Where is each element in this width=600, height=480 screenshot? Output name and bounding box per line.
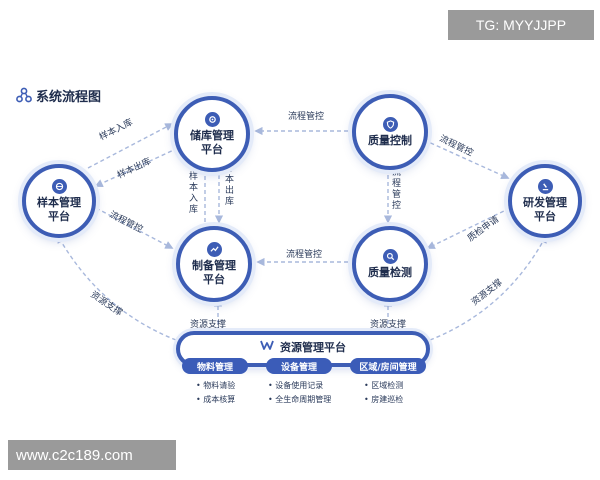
- node-rnd-label: 研发管理 平台: [523, 195, 567, 223]
- microscope-icon: [537, 178, 553, 194]
- watermark-top: TG: MYYJJPP: [448, 10, 594, 40]
- edge-sample-in: [87, 123, 174, 169]
- node-quality-test: 质量检测: [352, 226, 428, 302]
- node-rnd: 研发管理 平台: [508, 164, 582, 238]
- sample-icon: [51, 178, 67, 194]
- trend-icon: [206, 241, 222, 257]
- node-storage-label: 储库管理 平台: [190, 128, 234, 156]
- edge-label-prep-in: 样本入库: [188, 172, 198, 215]
- search-icon: [382, 248, 398, 264]
- edge-res-sample: [57, 234, 177, 341]
- diagram-title-text: 系统流程图: [36, 89, 102, 105]
- edge-label-res-prep: 资源支撑: [190, 320, 227, 330]
- list-item: 全生命周期管理: [268, 393, 331, 407]
- watermark-bottom: www.c2c189.com: [8, 440, 176, 470]
- group-material-list: 物料请验 成本核算: [196, 379, 235, 407]
- group-material-button: 物料管理: [182, 358, 248, 374]
- edge-res-rnd: [429, 234, 547, 341]
- diagram-title: 系统流程图: [16, 86, 102, 105]
- list-item: 区域检测: [364, 379, 403, 393]
- nodes-icon: [16, 87, 32, 103]
- edge-rnd-test: [426, 207, 511, 249]
- node-sample: 样本管理 平台: [22, 164, 96, 238]
- node-quality-test-label: 质量检测: [368, 265, 412, 279]
- storage-icon: [204, 111, 220, 127]
- resource-platform-title: 资源管理平台: [280, 341, 346, 354]
- list-item: 成本核算: [196, 393, 235, 407]
- edge-label-storage-qc: 流程管控: [288, 112, 325, 122]
- group-area-list: 区域检测 房建巡检: [364, 379, 403, 407]
- edge-label-prep-out: 样本出库: [224, 164, 234, 207]
- list-item: 房建巡检: [364, 393, 403, 407]
- node-quality-control-label: 质量控制: [368, 133, 412, 147]
- edge-label-qc-test: 流程管控: [391, 168, 401, 211]
- group-equipment-button: 设备管理: [266, 358, 332, 374]
- resource-icon: [260, 340, 274, 350]
- edge-label-res-test: 资源支撑: [370, 320, 407, 330]
- node-preparation-label: 制备管理 平台: [192, 258, 236, 286]
- edge-sample-prep: [95, 207, 174, 249]
- edge-sample-out: [94, 147, 179, 187]
- group-equipment-list: 设备使用记录 全生命周期管理: [268, 379, 331, 407]
- group-area-button: 区域/房间管理: [350, 358, 426, 374]
- node-sample-label: 样本管理 平台: [37, 195, 81, 223]
- node-quality-control: 质量控制: [352, 94, 428, 170]
- node-storage: 储库管理 平台: [174, 96, 250, 172]
- list-item: 物料请验: [196, 379, 235, 393]
- node-preparation: 制备管理 平台: [176, 226, 252, 302]
- list-item: 设备使用记录: [268, 379, 331, 393]
- edge-qc-rnd: [423, 139, 510, 180]
- shield-icon: [382, 116, 398, 132]
- edge-label-test-prep: 流程管控: [286, 250, 323, 260]
